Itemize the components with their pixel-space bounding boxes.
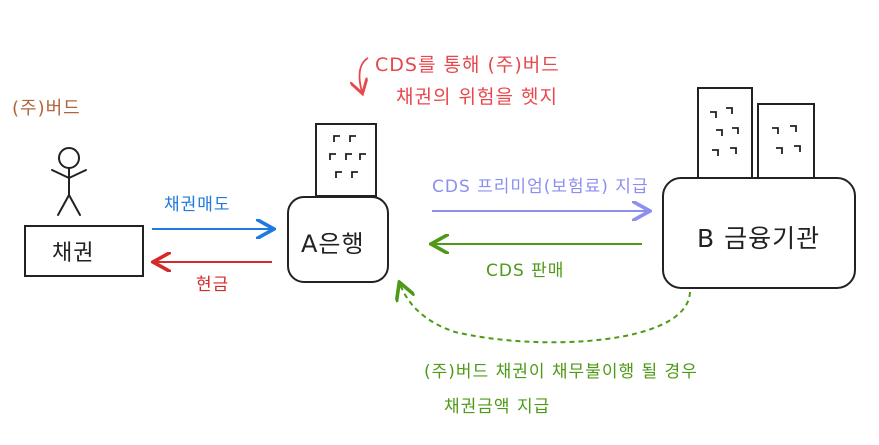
bank-building-icon — [315, 123, 377, 197]
institution-b-label: B 금융기관 — [697, 224, 821, 253]
hedge-pointer-arrow — [360, 57, 368, 92]
institution-buildings-icon — [697, 87, 815, 181]
bank-a-label: A은행 — [301, 230, 365, 258]
bond-box-label: 채권 — [52, 241, 95, 266]
hedge-annotation-line1: CDS를 통해 (주)버드 — [375, 54, 560, 76]
bond-box-outline — [24, 225, 144, 277]
default-payment-label-line1: (주)버드 채권이 채무불이행 될 경우 — [424, 362, 698, 382]
bank-a-box — [287, 196, 389, 283]
default-payment-label-line2: 채권금액 지급 — [444, 397, 551, 417]
hedge-annotation-line2: 채권의 위험을 헷지 — [396, 86, 558, 108]
institution-b-box — [662, 177, 856, 289]
cds-sale-label: CDS 판매 — [486, 261, 565, 281]
bird-company-label: (주)버드 — [12, 98, 81, 119]
premium-label: CDS 프리미엄(보험료) 지급 — [432, 177, 649, 197]
stick-figure-icon — [51, 147, 87, 216]
sell-bond-label: 채권매도 — [164, 195, 231, 215]
cash-label: 현금 — [196, 275, 230, 295]
default-payment-arrow — [400, 284, 691, 344]
